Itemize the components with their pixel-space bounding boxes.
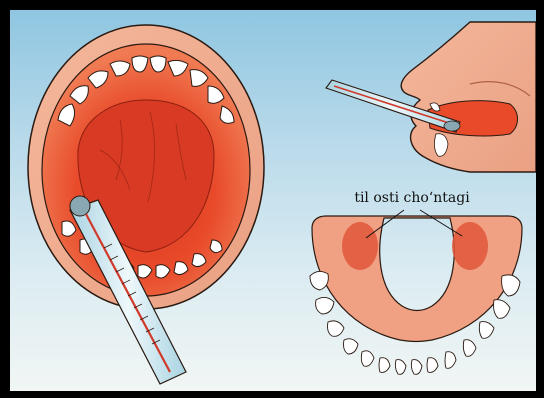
head-profile-view (326, 22, 536, 172)
lower-jaw-top-view (310, 210, 522, 374)
head-profile-skin (401, 22, 536, 172)
under-tongue-pocket-left (342, 222, 378, 270)
open-mouth-front-view (28, 25, 264, 384)
lower-gum (312, 216, 522, 342)
under-tongue-pocket-right (452, 222, 488, 270)
under-tongue-pocket-label: til osti cho‘ntagi (354, 190, 470, 206)
